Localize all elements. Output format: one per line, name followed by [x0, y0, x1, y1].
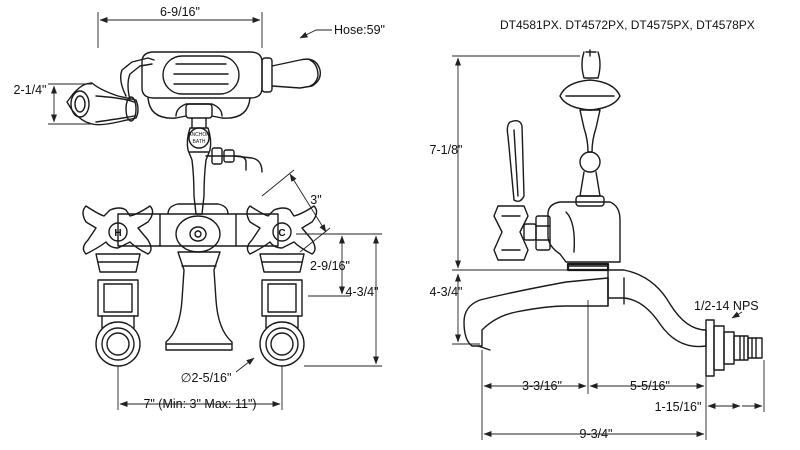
- dim-total-height: 4-3/4": [346, 285, 379, 299]
- dim-spout-height: 2-9/16": [310, 259, 350, 273]
- faucet-body: [117, 203, 279, 253]
- dim-shank-diameter: ∅2-5/16": [181, 371, 232, 385]
- dim-hose: Hose:59": [334, 23, 385, 37]
- handshower-head: [66, 82, 139, 126]
- dim-side-height-upper: 7-1/8": [430, 143, 463, 157]
- front-view: ANCHOR BATH H: [14, 5, 385, 411]
- spout: [165, 251, 233, 351]
- dim-overall-depth: 9-3/4": [580, 427, 613, 441]
- diverter-tower: ANCHOR BATH: [186, 127, 263, 215]
- side-collar: [566, 262, 610, 272]
- side-dimensions: 7-1/8" 4-3/4" 3-3/16" 5-5/16" 1/2-14 NPS…: [430, 55, 765, 441]
- front-dimensions: 6-9/16" Hose:59" 2-1/4" 3" 2-9/16" 4-3/4…: [14, 5, 385, 411]
- side-body: [493, 201, 621, 263]
- cold-cap-label: C: [278, 228, 285, 239]
- cradle-assembly: [147, 97, 251, 129]
- dim-overall-width: 6-9/16": [160, 5, 200, 19]
- dim-handshower-height: 2-1/4": [14, 83, 47, 97]
- hot-cap-label: H: [114, 228, 121, 239]
- dim-center-spacing: 7" (Min: 3" Max: 11"): [143, 397, 256, 411]
- side-handshower: [559, 49, 621, 111]
- handshower-handle: [119, 51, 322, 101]
- side-neck: [506, 109, 605, 207]
- side-view: 7-1/8" 4-3/4" 3-3/16" 5-5/16" 1/2-14 NPS…: [430, 49, 765, 441]
- model-numbers: DT4581PX. DT4572PX, DT4575PX, DT4578PX: [500, 18, 755, 32]
- dim-thread: 1/2-14 NPS: [694, 299, 759, 313]
- side-flange: [705, 319, 763, 377]
- dim-spout-reach: 3-3/16": [522, 379, 562, 393]
- dim-handle-spacing: 3": [310, 193, 321, 207]
- leg-right: [259, 279, 305, 367]
- handle-hot: H: [82, 205, 154, 273]
- brand-sublabel: BATH: [193, 139, 206, 145]
- leg-left: [95, 279, 141, 367]
- dim-body-depth: 5-5/16": [630, 379, 670, 393]
- handle-cold: C: [246, 205, 318, 273]
- side-spout: [463, 277, 609, 351]
- dim-flange: 1-15/16": [655, 400, 702, 414]
- side-elbow: [607, 269, 707, 348]
- brand-label: ANCHOR: [188, 132, 210, 138]
- dim-side-height-lower: 4-3/4": [430, 285, 463, 299]
